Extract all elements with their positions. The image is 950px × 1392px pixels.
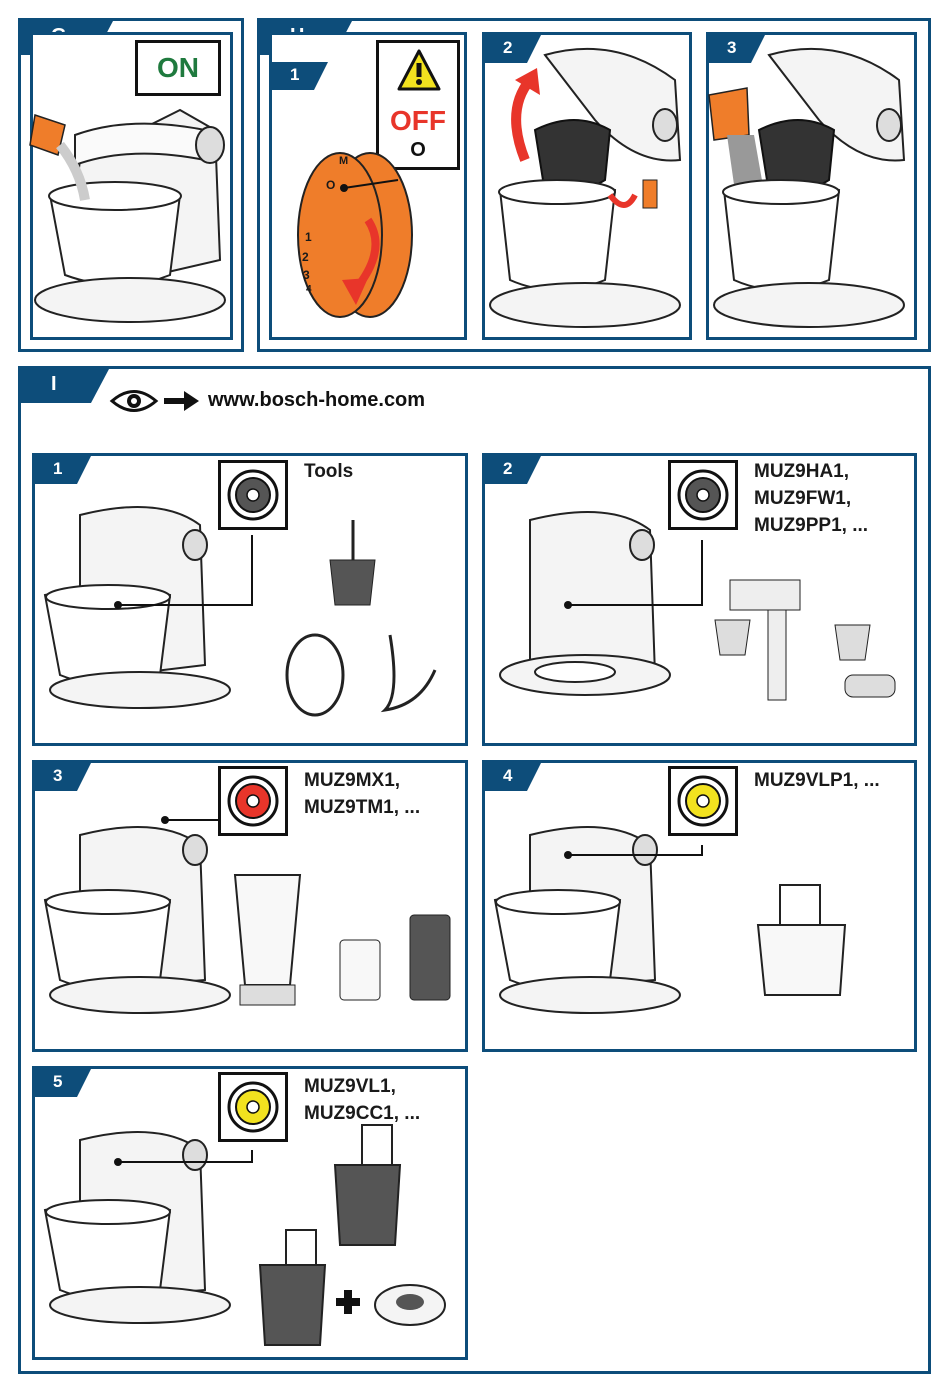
accessory-panel-4-tab: 4 [485, 763, 527, 791]
mixer-pouring-illustration [30, 100, 230, 335]
accessory-panel-1-number: 1 [53, 459, 62, 478]
accessory-panel-4-number: 4 [503, 766, 512, 785]
dial-mark-o: O [326, 178, 335, 192]
accessory-panel-1-tab: 1 [35, 456, 77, 484]
dial-mark-3: 3 [303, 268, 310, 282]
step-h1-tab: 1 [272, 62, 314, 90]
on-indicator: ON [135, 40, 221, 96]
dial-mark-1: 1 [305, 230, 312, 244]
mixer-add-ingredients-illustration [709, 40, 914, 335]
dial-mark-2: 2 [302, 250, 309, 264]
mixer-food-processor-illustration [490, 805, 910, 1045]
accessory-panel-4-label: MUZ9VLP1, ... [754, 767, 880, 794]
eye-icon [110, 388, 158, 414]
accessory-panel-5-number: 5 [53, 1072, 62, 1091]
mixer-with-bowl-illustration-1 [40, 495, 460, 740]
accessory-panel-2-tab: 2 [485, 456, 527, 484]
accessory-panel-5-tab: 5 [35, 1069, 77, 1097]
dial-mark-m: M [339, 155, 348, 167]
mixer-blender-illustration [40, 805, 460, 1045]
off-label: OFF [379, 105, 457, 137]
arrow-right-icon [164, 390, 200, 412]
accessory-panel-3-number: 3 [53, 766, 62, 785]
bosch-home-link[interactable]: www.bosch-home.com [208, 389, 425, 412]
accessory-panel-1-label: Tools [304, 458, 353, 485]
mixer-head-raised-illustration [485, 40, 690, 335]
accessory-panel-2-number: 2 [503, 459, 512, 478]
section-i-letter: I [51, 373, 57, 395]
step-h1-number: 1 [290, 65, 299, 84]
warning-icon [397, 49, 441, 93]
accessory-panel-3-tab: 3 [35, 763, 77, 791]
dial-mark-4: 4 [306, 284, 312, 295]
mixer-meat-grinder-illustration [490, 500, 910, 740]
section-i-tab: I [21, 369, 91, 403]
mixer-slicer-illustration [40, 1110, 460, 1355]
